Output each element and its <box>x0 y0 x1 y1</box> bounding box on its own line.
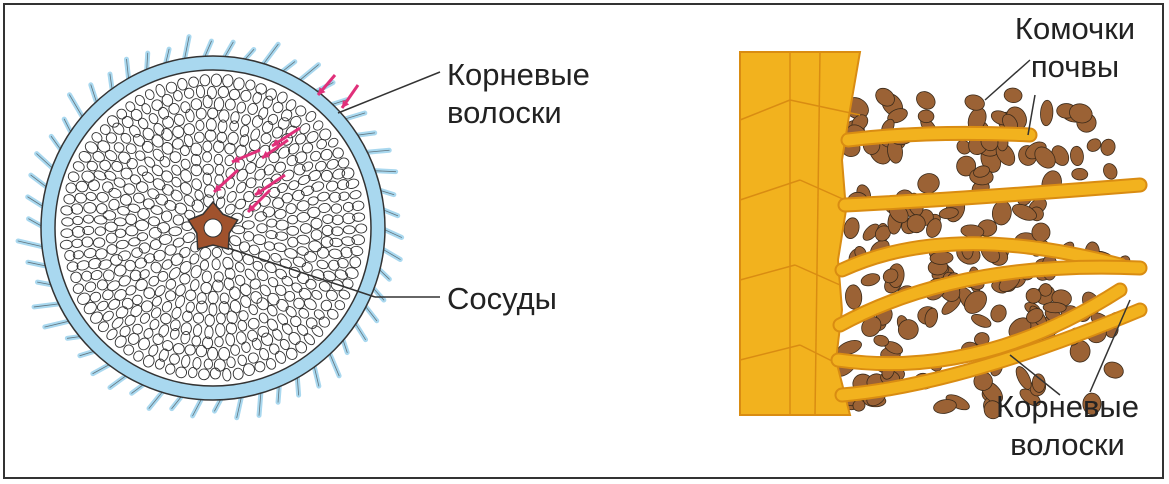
label-root-hairs-left: Корневые волоски <box>447 56 590 132</box>
label-soil-particles: Комочки почвы <box>1000 10 1150 86</box>
label-root-hairs-right-line2: волоски <box>980 426 1155 464</box>
soil-particle <box>1102 359 1126 381</box>
label-soil-line2: почвы <box>1000 48 1150 86</box>
label-root-hairs-left-line2: волоски <box>447 94 590 132</box>
soil-particle <box>1040 100 1054 126</box>
soil-particle <box>913 88 939 113</box>
soil-particle <box>1072 168 1088 180</box>
stele-center <box>204 219 222 237</box>
soil-particle <box>845 284 863 309</box>
soil-particle <box>1101 161 1119 181</box>
root-hair-right <box>848 133 1030 140</box>
label-vessels: Сосуды <box>447 280 557 318</box>
label-soil-line1: Комочки <box>1000 10 1150 48</box>
soil-particle <box>1031 223 1050 243</box>
label-root-hairs-right: Корневые волоски <box>980 388 1155 464</box>
label-root-hairs-left-line1: Корневые <box>447 56 590 94</box>
soil-particle <box>860 272 881 288</box>
soil-particle <box>1099 138 1117 157</box>
root-with-soil <box>740 52 1140 421</box>
label-root-hairs-right-line1: Корневые <box>980 388 1155 426</box>
soil-particle <box>988 302 1009 324</box>
soil-particle <box>1070 146 1085 167</box>
soil-particle <box>970 312 993 330</box>
soil-particle <box>1026 288 1042 304</box>
soil-particle <box>1085 136 1104 154</box>
soil-particle <box>1003 87 1023 104</box>
root-cross-section <box>18 37 440 418</box>
